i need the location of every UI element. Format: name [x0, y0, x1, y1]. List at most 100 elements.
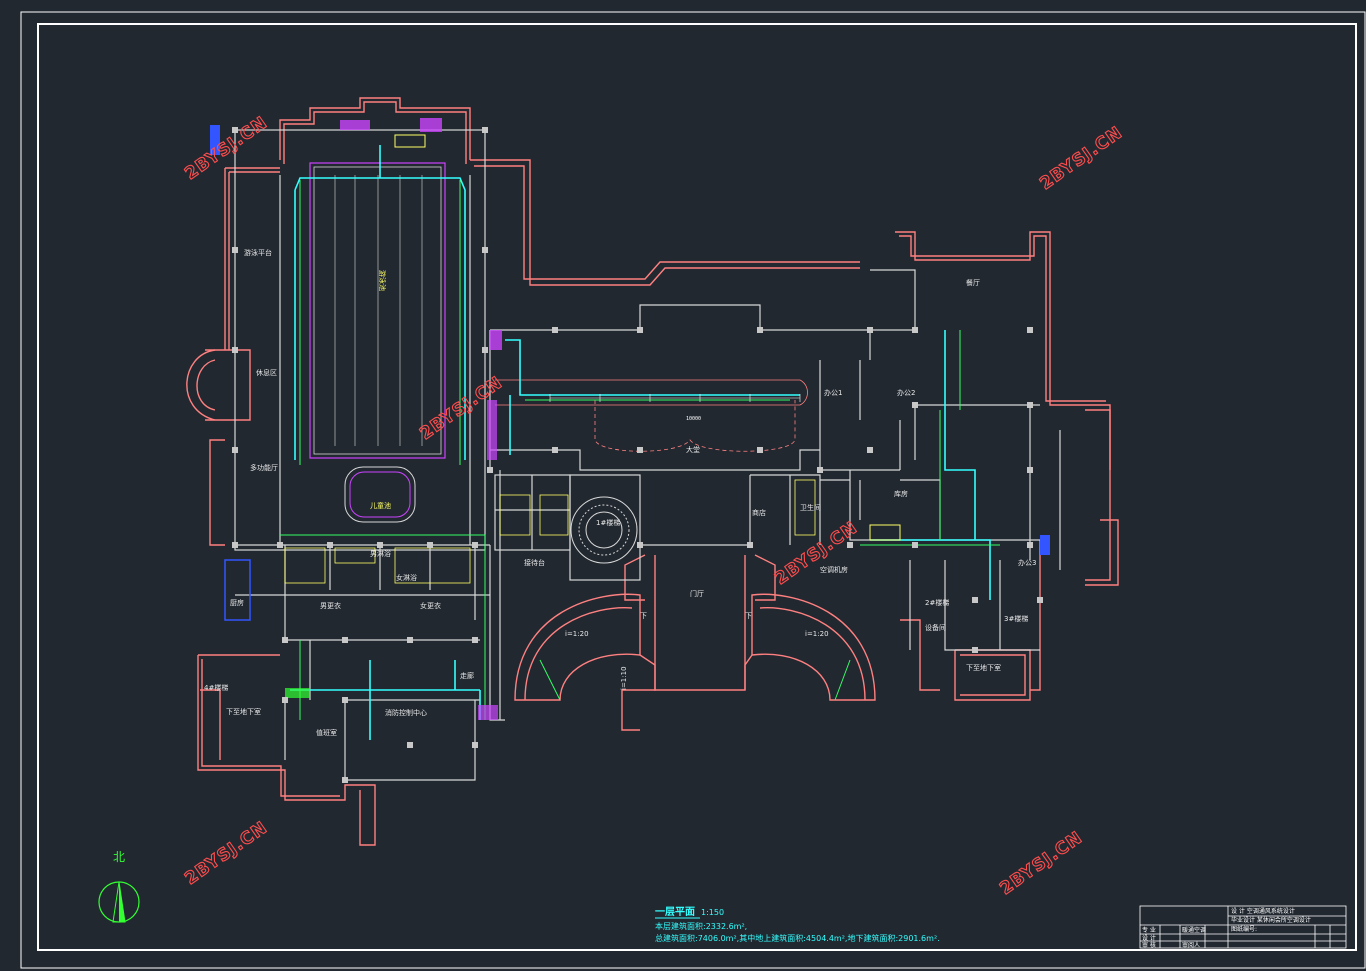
label-down-left: 下: [640, 612, 647, 620]
label-ramp-center: i=1:10: [620, 666, 628, 690]
label-pool-deck: 游泳平台: [244, 248, 272, 257]
label-guard: 值班室: [316, 728, 337, 737]
column: [867, 447, 873, 453]
title-block-stamp: [1139, 905, 1347, 949]
label-fire-room: 消防控制中心: [385, 708, 427, 717]
column: [407, 637, 413, 643]
stamp-cell-review: 审 核: [1142, 941, 1156, 949]
north-label: 北: [113, 850, 125, 864]
column: [1037, 597, 1043, 603]
label-reception: 接待台: [524, 558, 545, 567]
north-arrow: 北: [98, 850, 140, 923]
stamp-cell-hvac: 暖通空调: [1182, 926, 1206, 934]
label-shower-m: 男淋浴: [370, 549, 391, 558]
stamp-cell-major: 专 业: [1142, 926, 1156, 934]
label-stair1: 1#楼梯: [596, 518, 620, 527]
column: [867, 327, 873, 333]
label-store: 库房: [894, 489, 908, 498]
dimension-line: [549, 394, 801, 402]
columns: [232, 127, 1043, 783]
label-gate: 门厅: [690, 589, 704, 598]
column: [282, 637, 288, 643]
plan-name: 一层平面: [655, 906, 695, 918]
column: [482, 127, 488, 133]
label-ac-room: 空调机房: [820, 565, 848, 574]
label-office3: 办公3: [1018, 558, 1036, 567]
label-shower-f: 女淋浴: [396, 573, 417, 582]
column: [912, 402, 918, 408]
equipment-blocks: [210, 118, 1050, 720]
stamp-cell-design: 设 计: [1142, 934, 1156, 942]
outer-frame: [20, 11, 1366, 969]
label-kitchen: 厨房: [230, 598, 244, 607]
watermark-6: 2BYSJ.CN: [996, 828, 1086, 899]
hall-arc: [495, 379, 808, 406]
column: [482, 247, 488, 253]
column: [342, 777, 348, 783]
stamp-row-3: 图纸编号:: [1231, 925, 1257, 933]
column: [472, 542, 478, 548]
column: [912, 327, 918, 333]
label-dining: 餐厅: [966, 278, 980, 287]
column: [427, 542, 433, 548]
column: [232, 127, 238, 133]
duct-system: [290, 145, 991, 740]
label-down-right: 下: [745, 612, 752, 620]
label-office2: 办公2: [897, 388, 915, 397]
label-stair4: 4#楼梯: [204, 683, 228, 692]
spiral-stair: [570, 496, 638, 564]
swimming-pool: [309, 162, 446, 523]
column: [552, 327, 558, 333]
column: [232, 347, 238, 353]
label-shop: 商店: [752, 508, 766, 517]
column: [1027, 467, 1033, 473]
column: [747, 542, 753, 548]
column: [487, 467, 493, 473]
label-corridor: 走廊: [460, 671, 474, 680]
column: [342, 637, 348, 643]
hall-dashed-outline: [594, 400, 796, 452]
floor-area-text: 本层建筑面积:2332.6m²,: [655, 921, 747, 931]
column: [1027, 542, 1033, 548]
label-locker-f: 女更衣: [420, 601, 441, 610]
column: [637, 327, 643, 333]
column: [472, 742, 478, 748]
column: [1027, 327, 1033, 333]
label-multi: 多功能厅: [250, 463, 278, 472]
column: [847, 542, 853, 548]
column: [377, 542, 383, 548]
label-locker-m: 男更衣: [320, 601, 341, 610]
column: [637, 447, 643, 453]
column: [552, 447, 558, 453]
column: [472, 637, 478, 643]
label-office1: 办公1: [824, 388, 842, 397]
room-labels: 游泳池 儿童池 游泳平台 休息区 大堂 门厅 餐厅 多功能厅 1#楼梯 2#楼梯…: [204, 248, 1036, 737]
column: [972, 597, 978, 603]
span-dimension: 10000: [686, 416, 701, 422]
title-block-text: 设 计 空调通风系统设计 毕业设计 某休闲会所空调设计 图纸编号: 专 业 设 …: [1142, 907, 1311, 949]
column: [232, 447, 238, 453]
watermark-1: 2BYSJ.CN: [181, 113, 271, 184]
column: [757, 327, 763, 333]
column: [407, 742, 413, 748]
column: [232, 542, 238, 548]
label-stair2: 2#楼梯: [925, 598, 949, 607]
column: [282, 697, 288, 703]
watermark-2: 2BYSJ.CN: [1036, 123, 1126, 194]
label-toilet: 卫生间: [800, 503, 821, 512]
stamp-row-2: 毕业设计 某休闲会所空调设计: [1231, 916, 1311, 924]
column: [1027, 402, 1033, 408]
stamp-row-1: 设 计 空调通风系统设计: [1231, 907, 1295, 915]
column: [277, 542, 283, 548]
plan-scale: 1:150: [701, 908, 724, 917]
stamp-cell-reviewer: 审阅人: [1182, 941, 1200, 949]
column: [232, 247, 238, 253]
column: [327, 542, 333, 548]
column: [342, 697, 348, 703]
watermark-4: 2BYSJ.CN: [771, 518, 861, 589]
label-ramp-left: i=1:20: [565, 630, 589, 638]
column: [482, 347, 488, 353]
label-down-stair: 下至地下室: [226, 707, 261, 716]
label-pool: 游泳池: [378, 270, 387, 291]
